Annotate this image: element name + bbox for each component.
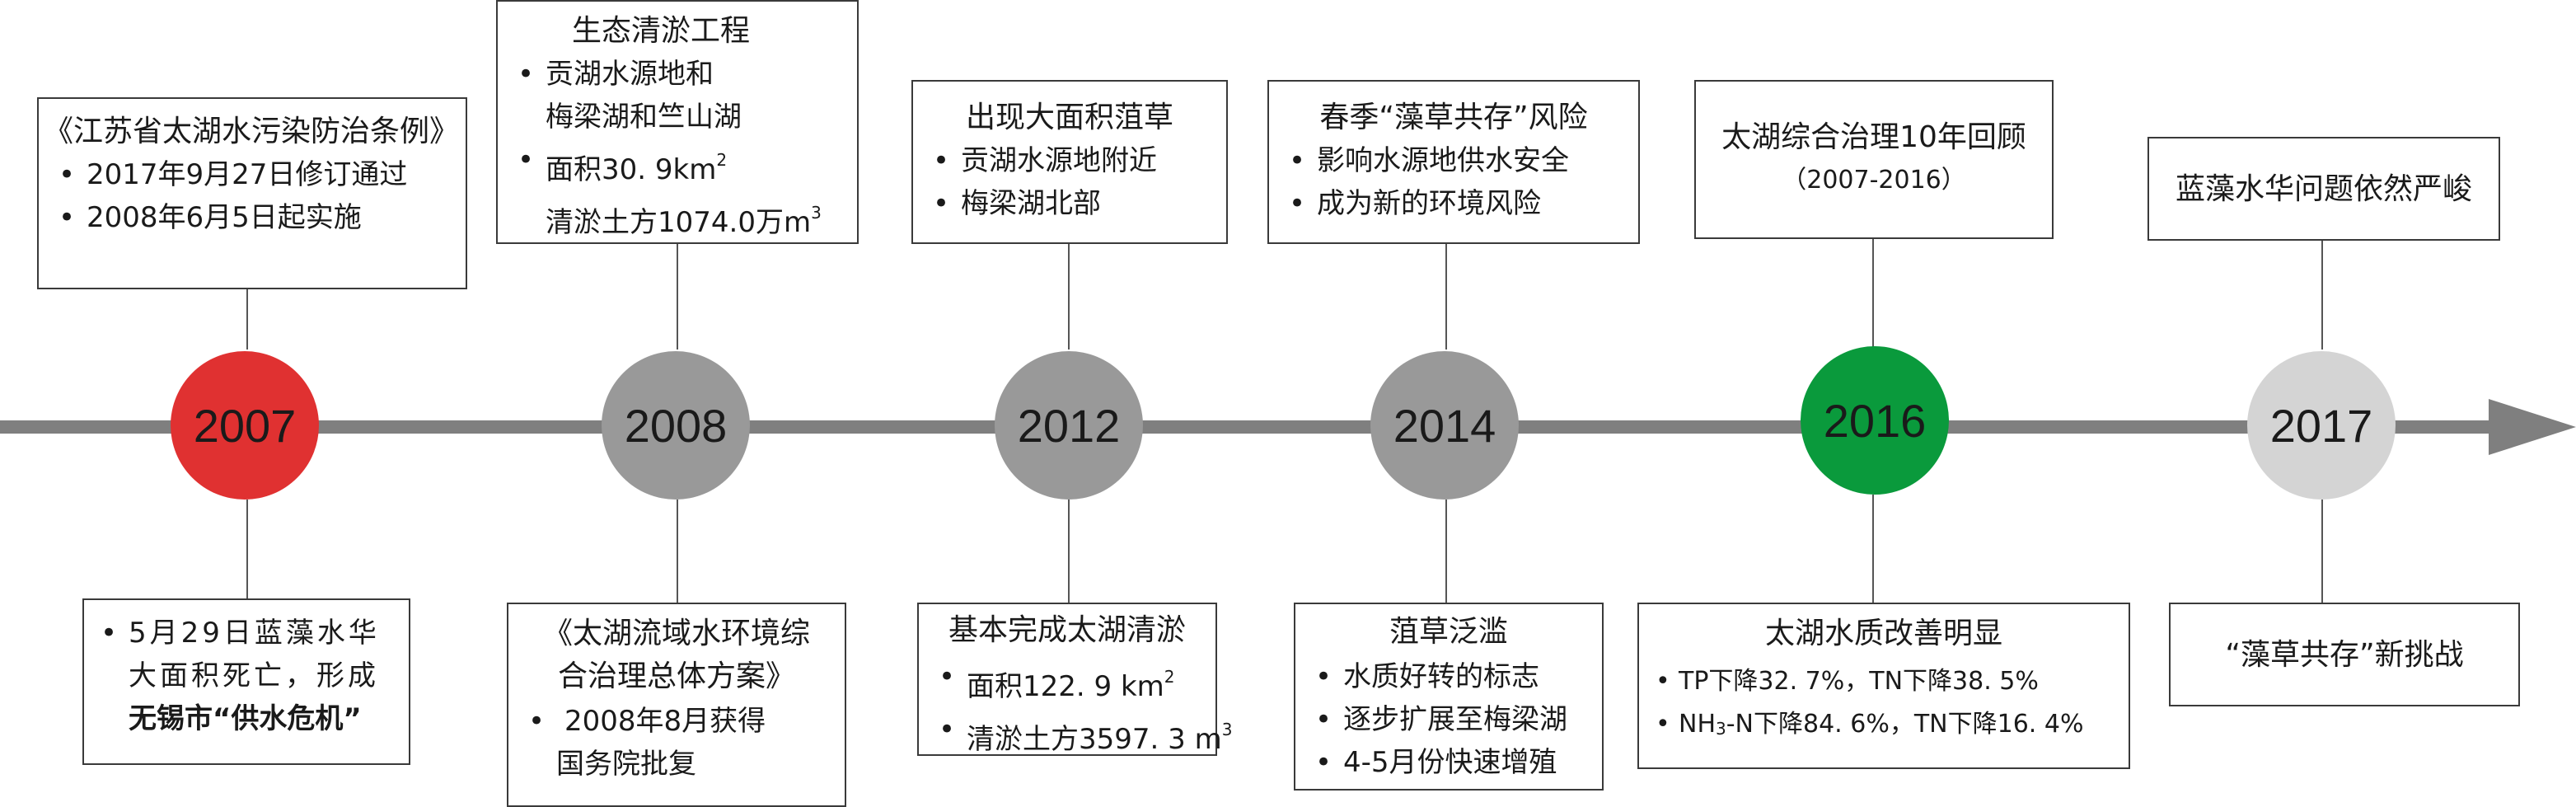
box-title: “藻草共存”新挑战 [2225, 638, 2464, 672]
bullet-item: •2008年8月获得 [528, 705, 766, 738]
bullet-item: •TP下降32. 7%，TN下降38. 5% [1656, 667, 2039, 696]
text-line: 大面积死亡，形成 [129, 659, 379, 692]
bullet-item: •梅梁湖北部 [933, 187, 1101, 220]
text-line: 国务院批复 [556, 748, 696, 781]
box-title: 太湖综合治理10年回顾 [1721, 120, 2026, 154]
event-box-2012-bottom: 基本完成太湖清淤 •面积122. 9 km2 •清淤土方3597. 3 m3 [917, 603, 1232, 756]
year-node-2012: 2012 [995, 351, 1143, 500]
bullet-item: •面积30. 9km2 [518, 143, 728, 186]
box-subtitle: （2007-2016） [1782, 166, 1966, 195]
text-line: 无锡市“供水危机” [129, 702, 362, 735]
axis-arrowhead [2489, 399, 2576, 455]
event-box-2017-bottom: “藻草共存”新挑战 [2169, 603, 2520, 706]
event-box-2017-top: 蓝藻水华问题依然严峻 [2147, 137, 2500, 241]
bullet-item: •贡湖水源地附近 [933, 144, 1157, 177]
text-line: 梅梁湖和竺山湖 [546, 101, 742, 134]
year-node-2017: 2017 [2247, 351, 2396, 500]
event-box-2007-top: 《江苏省太湖水污染防治条例》 •2017年9月27日修订通过 •2008年6月5… [37, 97, 467, 289]
box-title: 蓝藻水华问题依然严峻 [2175, 172, 2472, 206]
year-node-2007: 2007 [171, 351, 319, 500]
box-title: 基本完成太湖清淤 [948, 613, 1186, 647]
bullet-item: •成为新的环境风险 [1289, 187, 1541, 220]
bullet-item: •影响水源地供水安全 [1289, 144, 1569, 177]
box-title: 春季“藻草共存”风险 [1319, 101, 1588, 134]
year-node-2008: 2008 [602, 351, 750, 500]
year-node-2014: 2014 [1370, 351, 1519, 500]
event-box-2016-top: 太湖综合治理10年回顾 （2007-2016） [1694, 80, 2054, 239]
bullet-item: •贡湖水源地和 [518, 58, 714, 91]
box-title-line: 《太湖流域水环境综 [542, 617, 810, 650]
box-title: 生态清淤工程 [572, 14, 751, 48]
box-title: 太湖水质改善明显 [1764, 617, 2002, 650]
bullet-item: •4-5月份快速增殖 [1315, 746, 1557, 779]
box-title: 菹草泛滥 [1389, 615, 1508, 649]
bullet-item: •面积122. 9 km2 [939, 660, 1175, 703]
box-title: 《江苏省太湖水污染防治条例》 [44, 115, 460, 148]
event-box-2007-bottom: •5月29日蓝藻水华 大面积死亡，形成 无锡市“供水危机” [82, 598, 410, 765]
bullet-item: •NH3-N下降84. 6%，TN下降16. 4% [1656, 710, 2084, 739]
box-title-line: 合治理总体方案》 [557, 659, 795, 693]
box-title: 出现大面积菹草 [965, 101, 1173, 134]
event-box-2014-bottom: 菹草泛滥 •水质好转的标志 •逐步扩展至梅梁湖 •4-5月份快速增殖 [1294, 603, 1604, 791]
event-box-2012-top: 出现大面积菹草 •贡湖水源地附近 •梅梁湖北部 [911, 80, 1228, 244]
event-box-2016-bottom: 太湖水质改善明显 •TP下降32. 7%，TN下降38. 5% •NH3-N下降… [1637, 603, 2130, 769]
bullet-item: •5月29日蓝藻水华 [101, 617, 380, 650]
bullet-item: •2017年9月27日修订通过 [59, 158, 408, 191]
event-box-2014-top: 春季“藻草共存”风险 •影响水源地供水安全 •成为新的环境风险 [1267, 80, 1640, 244]
bullet-item: •清淤土方3597. 3 m3 [939, 713, 1233, 756]
event-box-2008-top: 生态清淤工程 •贡湖水源地和 梅梁湖和竺山湖 •面积30. 9km2 清淤土方1… [496, 0, 859, 244]
event-box-2008-bottom: 《太湖流域水环境综 合治理总体方案》 •2008年8月获得 国务院批复 [507, 603, 846, 807]
bullet-item: •逐步扩展至梅梁湖 [1315, 703, 1567, 736]
bullet-item: •水质好转的标志 [1315, 660, 1539, 693]
text-line: 清淤土方1074.0万m3 [546, 203, 822, 239]
year-node-2016: 2016 [1801, 346, 1949, 495]
bullet-item: •2008年6月5日起实施 [59, 201, 362, 234]
